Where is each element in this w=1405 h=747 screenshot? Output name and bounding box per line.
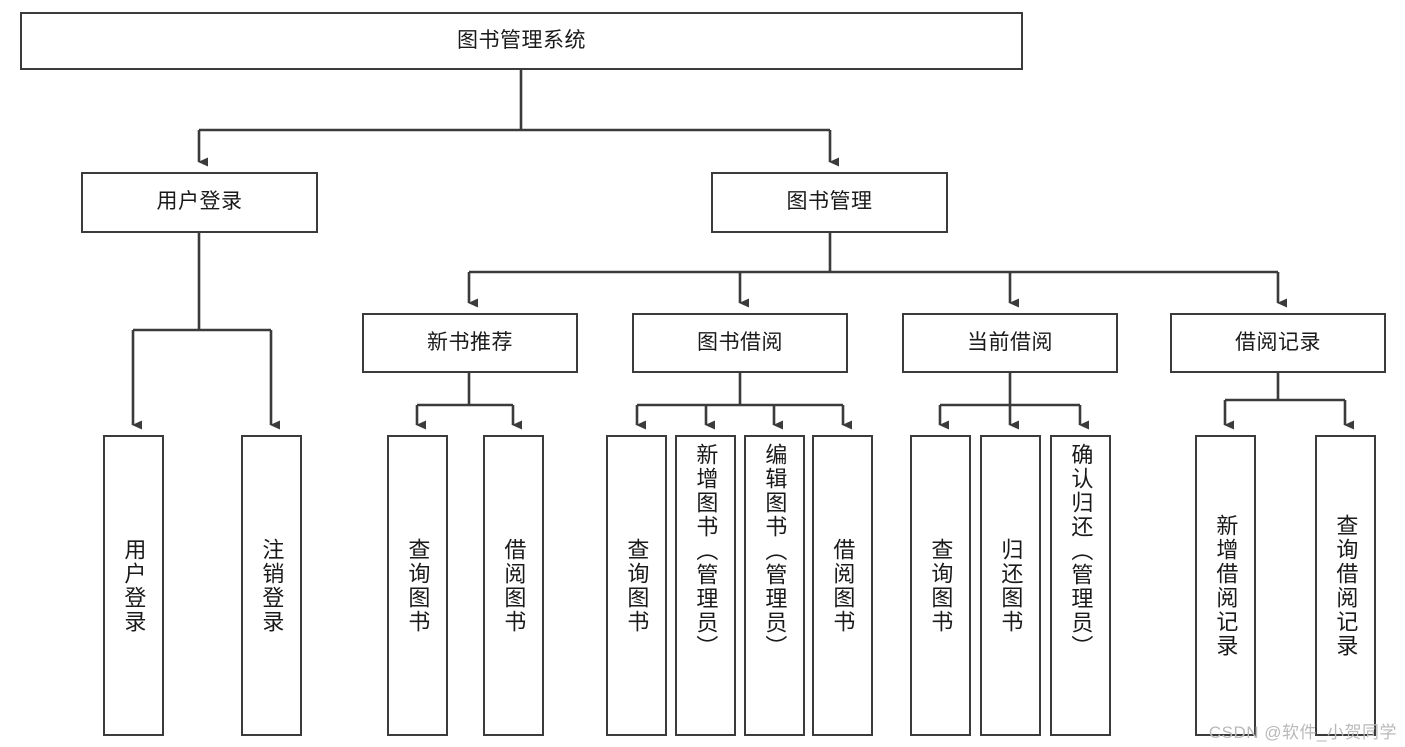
leaf-user-login-login[interactable]: 用户登录 bbox=[103, 435, 164, 736]
node-current-borrow-label: 当前借阅 bbox=[967, 330, 1053, 354]
leaf-book-borrow-edit[interactable]: 编辑图书（管理员） bbox=[744, 435, 805, 736]
leaf-borrow-record-add[interactable]: 新增借阅记录 bbox=[1195, 435, 1256, 736]
node-borrow-record[interactable]: 借阅记录 bbox=[1170, 313, 1386, 373]
leaf-book-borrow-borrow-label: 借阅图书 bbox=[830, 537, 856, 634]
leaf-current-borrow-query[interactable]: 查询图书 bbox=[910, 435, 971, 736]
leaf-new-book-query[interactable]: 查询图书 bbox=[387, 435, 448, 736]
leaf-borrow-record-query[interactable]: 查询借阅记录 bbox=[1315, 435, 1376, 736]
leaf-user-login-logout-label: 注销登录 bbox=[259, 537, 285, 634]
leaf-book-borrow-add-label: 新增图书（管理员） bbox=[693, 443, 719, 659]
node-current-borrow[interactable]: 当前借阅 bbox=[902, 313, 1118, 373]
node-book-borrow-label: 图书借阅 bbox=[697, 330, 783, 354]
node-user-login-label: 用户登录 bbox=[156, 190, 243, 214]
node-borrow-record-label: 借阅记录 bbox=[1235, 330, 1321, 354]
leaf-new-book-query-label: 查询图书 bbox=[405, 537, 431, 634]
leaf-user-login-login-label: 用户登录 bbox=[121, 537, 147, 634]
leaf-book-borrow-borrow[interactable]: 借阅图书 bbox=[812, 435, 873, 736]
leaf-borrow-record-query-label: 查询借阅记录 bbox=[1333, 513, 1359, 658]
leaf-new-book-borrow[interactable]: 借阅图书 bbox=[483, 435, 544, 736]
leaf-current-borrow-query-label: 查询图书 bbox=[928, 537, 954, 634]
node-book-borrow[interactable]: 图书借阅 bbox=[632, 313, 848, 373]
leaf-current-borrow-return-label: 归还图书 bbox=[998, 537, 1024, 634]
leaf-user-login-logout[interactable]: 注销登录 bbox=[241, 435, 302, 736]
leaf-book-borrow-query-label: 查询图书 bbox=[624, 537, 650, 634]
node-new-book-recommend-label: 新书推荐 bbox=[427, 330, 513, 354]
leaf-new-book-borrow-label: 借阅图书 bbox=[501, 537, 527, 634]
node-root-system-label: 图书管理系统 bbox=[457, 28, 586, 52]
leaf-current-borrow-confirm-return[interactable]: 确认归还（管理员） bbox=[1050, 435, 1111, 736]
leaf-borrow-record-add-label: 新增借阅记录 bbox=[1213, 513, 1239, 658]
node-new-book-recommend[interactable]: 新书推荐 bbox=[362, 313, 578, 373]
node-book-management-label: 图书管理 bbox=[786, 190, 873, 214]
leaf-book-borrow-query[interactable]: 查询图书 bbox=[606, 435, 667, 736]
leaf-current-borrow-return[interactable]: 归还图书 bbox=[980, 435, 1041, 736]
node-book-management[interactable]: 图书管理 bbox=[711, 172, 948, 233]
node-root-system[interactable]: 图书管理系统 bbox=[20, 12, 1023, 70]
leaf-book-borrow-edit-label: 编辑图书（管理员） bbox=[762, 443, 788, 659]
node-user-login[interactable]: 用户登录 bbox=[81, 172, 318, 233]
leaf-book-borrow-add[interactable]: 新增图书（管理员） bbox=[675, 435, 736, 736]
leaf-current-borrow-confirm-return-label: 确认归还（管理员） bbox=[1068, 443, 1094, 659]
